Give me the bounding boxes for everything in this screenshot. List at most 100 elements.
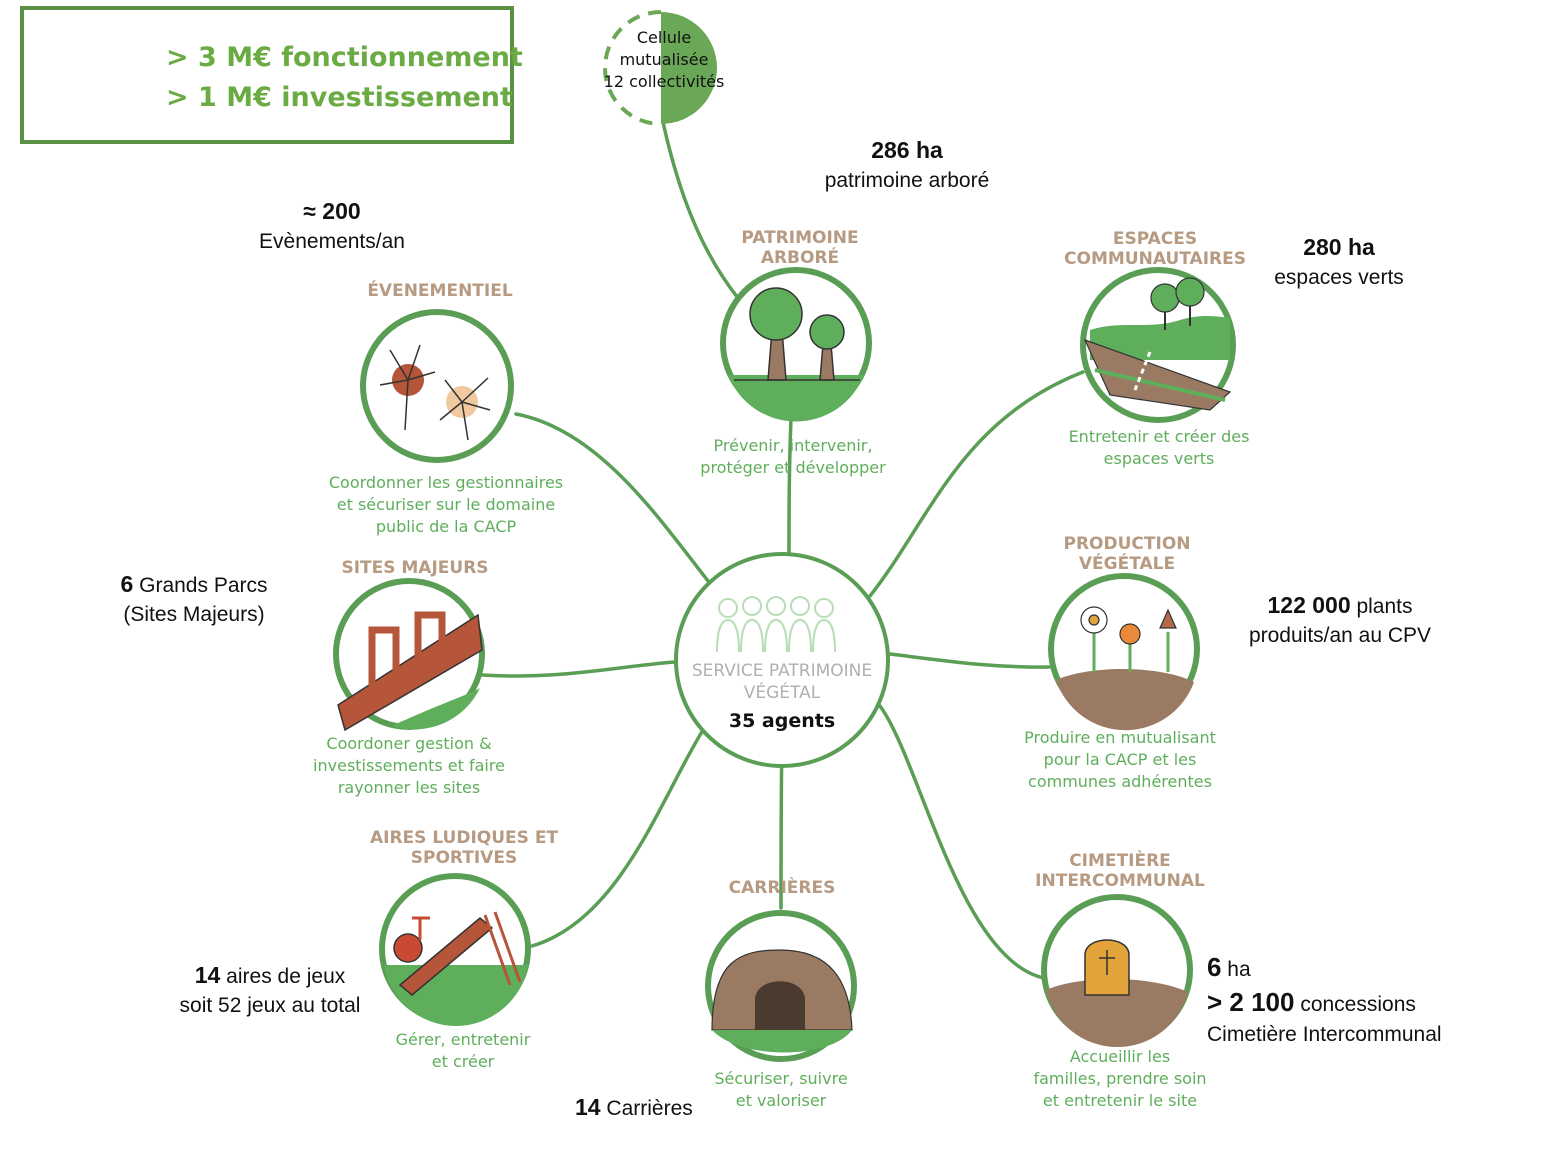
cellule-line-3: 12 collectivités: [603, 72, 725, 91]
cellule-mutualisee-circle: [603, 10, 717, 126]
carrieres-desc: Sécuriser, suivre et valoriser: [680, 1068, 882, 1112]
cimetiere-intercommunal-circle: [1041, 894, 1193, 1048]
aires-ludiques-circle: [379, 873, 531, 1026]
cimetiere-stat-name: Cimetière Intercommunal: [1207, 1023, 1442, 1046]
center-circle: [674, 552, 890, 768]
budget-fonctionnement: > 3 M€ fonctionnement: [166, 42, 523, 73]
patrimoine-desc-1: Prévenir, intervenir,: [713, 436, 873, 455]
sites-stat: 6 Grands Parcs (Sites Majeurs): [96, 570, 292, 629]
sites-stat-subtitle: (Sites Majeurs): [123, 603, 265, 626]
sites-desc-1: Coordoner gestion &: [326, 734, 492, 753]
carrieres-circle: [705, 910, 857, 1062]
cimetiere-desc-2: familles, prendre soin: [1033, 1069, 1207, 1088]
cimetiere-stat-ha-value: 6: [1207, 952, 1222, 982]
cellule-line-1: Cellule: [636, 28, 692, 47]
aires-desc-2: et créer: [431, 1052, 495, 1071]
production-desc-2: pour la CACP et les: [1043, 750, 1197, 769]
gravestone-icon: [1084, 939, 1130, 996]
evenementiel-stat-label: Evènements/an: [259, 230, 405, 253]
budget-investissement: > 1 M€ investissement: [166, 82, 513, 113]
cellule-label: Cellule mutualisée 12 collectivités: [596, 27, 732, 93]
park-structure-icon: [337, 611, 483, 732]
production-title: PRODUCTION VÉGÉTALE: [1030, 534, 1224, 574]
production-stat-label: produits/an au CPV: [1248, 624, 1432, 647]
espaces-stat: 280 ha espaces verts: [1248, 233, 1430, 292]
patrimoine-title-1: PATRIMOINE: [741, 228, 859, 248]
connector-production: [888, 652, 1051, 669]
connector-cimetiere: [878, 704, 1046, 980]
production-stat-unit: plants: [1350, 595, 1413, 618]
landscape-road-icon: [1083, 277, 1232, 411]
carrieres-desc-2: et valoriser: [735, 1091, 827, 1110]
aires-stat-label: aires de jeux: [220, 965, 346, 988]
connector-aires: [530, 728, 705, 948]
espaces-desc-1: Entretenir et créer des: [1068, 427, 1250, 446]
evenementiel-desc-1: Coordonner les gestionnaires: [328, 473, 564, 492]
aires-desc: Gérer, entretenir et créer: [368, 1029, 558, 1073]
connector-cellule: [661, 120, 740, 300]
carrieres-stat-value: 14: [575, 1094, 601, 1120]
connector-sites: [480, 660, 677, 678]
production-stat-value: 122 000: [1267, 592, 1351, 618]
connector-espaces: [868, 370, 1085, 598]
cimetiere-stat-ha-label: ha: [1221, 958, 1251, 981]
trees-icon: [734, 287, 860, 381]
cimetiere-stat-concessions-value: > 2 100: [1207, 987, 1295, 1017]
aires-stat-total: soit 52 jeux au total: [179, 994, 361, 1017]
carrieres-title: CARRIÈRES: [728, 878, 836, 898]
espaces-title-1: ESPACES: [1112, 229, 1198, 249]
budget-box: > 3 M€ fonctionnement > 1 M€ investissem…: [20, 6, 523, 144]
carrieres-stat-label: Carrières: [600, 1097, 693, 1120]
playground-icon: [393, 911, 522, 996]
production-desc-3: communes adhérentes: [1028, 772, 1212, 791]
center-line-1: SERVICE PATRIMOINE: [691, 661, 873, 681]
sites-desc-2: investissements et faire: [313, 756, 505, 775]
sites-stat-value: 6: [120, 571, 134, 597]
evenementiel-stat-value: ≈ 200: [303, 198, 361, 224]
sites-desc-3: rayonner les sites: [337, 778, 481, 797]
production-desc-1: Produire en mutualisant: [1024, 728, 1216, 747]
cimetiere-desc-1: Accueillir les: [1069, 1047, 1171, 1066]
espaces-stat-label: espaces verts: [1274, 266, 1404, 289]
cimetiere-title: CIMETIÈRE INTERCOMMUNAL: [1010, 851, 1230, 891]
sites-desc: Coordoner gestion & investissements et f…: [290, 733, 528, 799]
evenementiel-desc: Coordonner les gestionnaires et sécurise…: [296, 472, 596, 538]
production-stat: 122 000 plants produits/an au CPV: [1226, 591, 1454, 650]
connector-patrimoine: [787, 416, 793, 558]
espaces-communautaires-circle: [1080, 267, 1236, 423]
production-title-2: VÉGÉTALE: [1078, 554, 1176, 574]
aires-stat: 14 aires de jeux soit 52 jeux au total: [160, 961, 380, 1020]
carrieres-stat: 14 Carrières: [575, 1093, 693, 1123]
espaces-desc-2: espaces verts: [1103, 449, 1215, 468]
cimetiere-stat: 6 ha > 2 100 concessions Cimetière Inter…: [1207, 951, 1497, 1049]
production-desc: Produire en mutualisant pour la CACP et …: [998, 727, 1242, 793]
espaces-desc: Entretenir et créer des espaces verts: [1040, 426, 1278, 470]
espaces-title: ESPACES COMMUNAUTAIRES: [1040, 229, 1270, 269]
patrimoine-title-2: ARBORÉ: [760, 248, 840, 268]
production-vegetale-circle: [1048, 573, 1200, 731]
cimetiere-desc: Accueillir les familles, prendre soin et…: [1006, 1046, 1234, 1112]
aires-title-2: SPORTIVES: [410, 848, 518, 868]
evenementiel-desc-3: public de la CACP: [375, 517, 517, 536]
connector-evenementiel: [514, 412, 714, 588]
cimetiere-desc-3: et entretenir le site: [1042, 1091, 1198, 1110]
evenementiel-desc-2: et sécuriser sur le domaine: [336, 495, 556, 514]
cellule-line-2: mutualisée: [619, 50, 709, 69]
fireworks-icon: [379, 344, 491, 441]
patrimoine-arbore-circle: [720, 267, 872, 422]
evenementiel-title: ÉVENEMENTIEL: [367, 281, 513, 301]
evenementiel-circle: [360, 309, 514, 463]
sites-majeurs-circle: [333, 578, 485, 732]
patrimoine-desc: Prévenir, intervenir, protéger et dévelo…: [670, 435, 916, 479]
center-agents: 35 agents: [728, 710, 836, 732]
patrimoine-stat-label: patrimoine arboré: [824, 169, 990, 192]
sites-title: SITES MAJEURS: [341, 558, 489, 578]
center-label: SERVICE PATRIMOINE VÉGÉTAL: [672, 660, 892, 704]
cimetiere-title-1: CIMETIÈRE: [1069, 851, 1171, 871]
aires-stat-value: 14: [194, 962, 221, 988]
patrimoine-desc-2: protéger et développer: [700, 458, 886, 477]
center-line-2: VÉGÉTAL: [743, 683, 821, 703]
patrimoine-stat-value: 286 ha: [871, 137, 943, 163]
espaces-stat-value: 280 ha: [1303, 234, 1375, 260]
cimetiere-stat-concessions-label: concessions: [1294, 993, 1416, 1016]
